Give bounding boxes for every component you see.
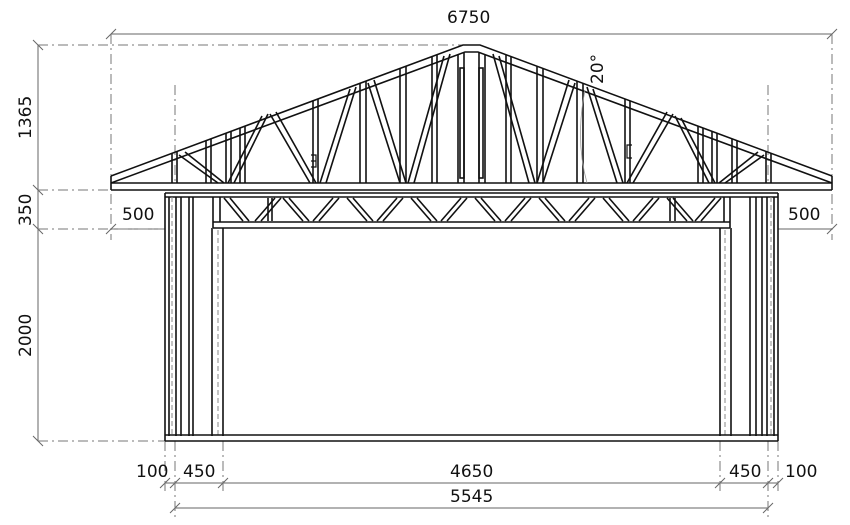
roof-truss [110,44,833,191]
roof-angle-arc [580,89,588,184]
dim-wall-span: 5545 [450,487,494,507]
bottom-track [165,434,778,442]
reference-dashed-lines [38,34,833,520]
dim-overhang-right: 500 [788,205,821,225]
roof-truss-right-diagonals [492,53,765,184]
floor-truss [165,192,778,229]
dim-wall-height: 2000 [16,313,36,357]
dim-opening-width: 4650 [450,462,494,482]
roof-pitch-label: 20° [588,53,608,84]
roof-truss-left-diagonals [178,53,451,184]
dimension-lines [32,28,838,514]
dim-floor-truss-height: 350 [16,193,36,226]
dim-wall-thickness-right: 100 [785,462,818,482]
left-wall [164,193,224,441]
floor-truss-webs [223,197,722,222]
right-wall [719,193,779,441]
roof-truss-left-verticals [171,55,438,183]
dim-overall-width: 6750 [447,8,491,28]
dim-stud-zone-left: 450 [183,462,216,482]
dim-stud-zone-right: 450 [729,462,762,482]
dim-roof-height: 1365 [16,95,36,139]
dim-overhang-left: 500 [122,205,155,225]
dim-wall-thickness-left: 100 [136,462,169,482]
